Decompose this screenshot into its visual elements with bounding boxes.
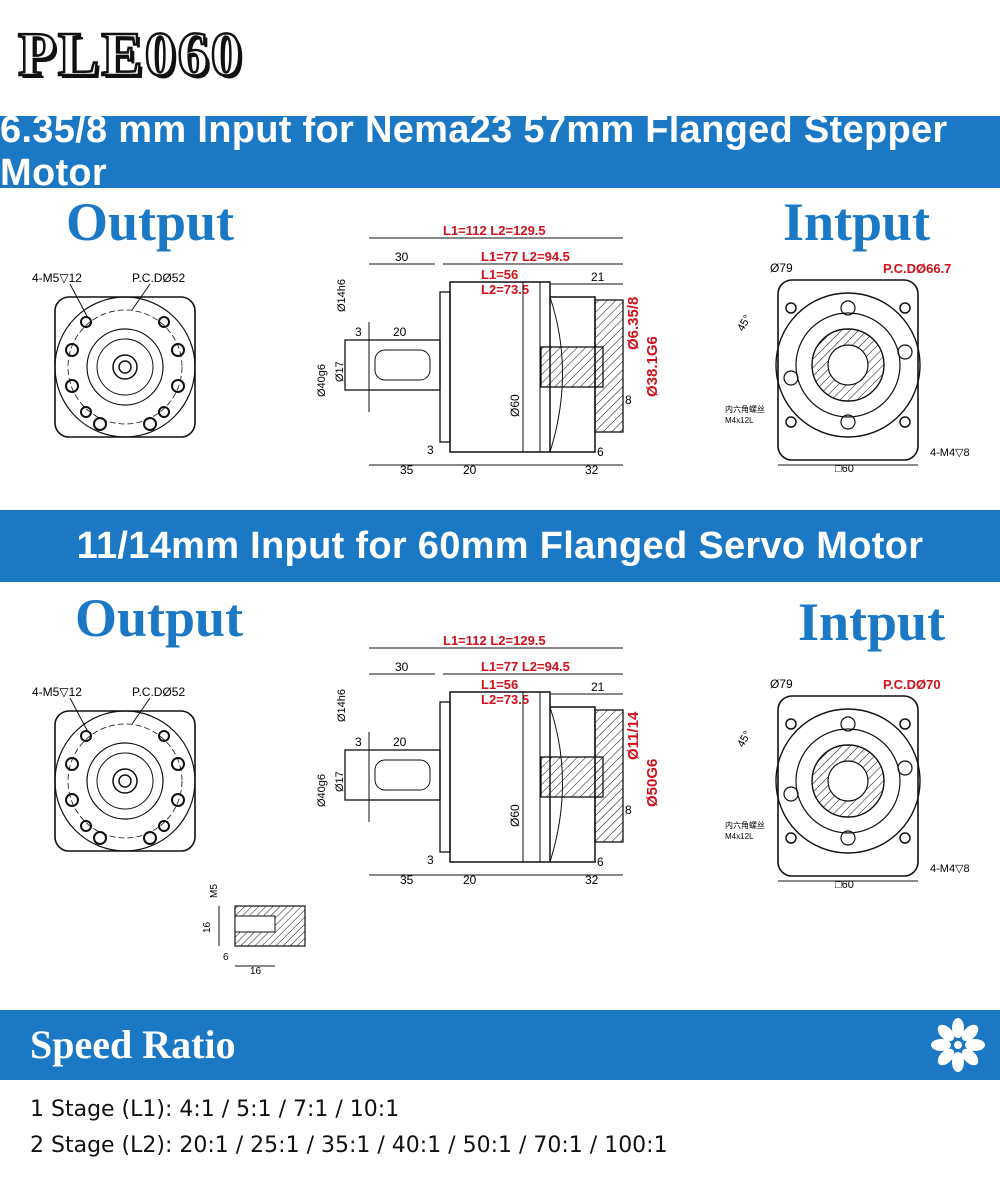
input-pcd: P.C.DØ70 — [883, 677, 941, 692]
input-pcd: P.C.DØ66.7 — [883, 261, 951, 276]
input-screw: M4x12L — [725, 416, 754, 425]
dim-30: 30 — [395, 660, 409, 674]
output-bolt-label: 4-M5▽12 — [32, 685, 82, 699]
section1-input-label: Intput — [783, 192, 931, 252]
dim-32: 32 — [585, 463, 599, 477]
dim-pilot: Ø38.1G6 — [644, 336, 661, 397]
dim-6: 6 — [597, 445, 604, 459]
speed-title: Speed Ratio — [30, 1022, 236, 1067]
output-bolt-label: 4-M5▽12 — [32, 271, 82, 285]
input-d79: Ø79 — [770, 261, 793, 275]
input-screw-cn: 内六角螺丝 — [725, 404, 765, 414]
dim-8: 8 — [625, 393, 632, 407]
dim-l1: L1=56 — [481, 677, 518, 692]
dim-8: 8 — [625, 803, 632, 817]
speed-banner — [0, 1010, 1000, 1080]
dim-35: 35 — [400, 463, 414, 477]
section2-output-view: 4-M5▽12 P.C.DØ52 — [32, 685, 196, 852]
input-d79: Ø79 — [770, 677, 793, 691]
detail-16v: 16 — [202, 921, 213, 933]
section1-side-view: L1=112 L2=129.5 L1=77 L2=94.5 30 L1=56 L… — [316, 223, 661, 477]
input-bolt: 4-M4▽8 — [930, 447, 970, 459]
dim-20b: 20 — [463, 873, 477, 887]
section1-output-view: 4-M5▽12 P.C.DØ52 — [32, 271, 196, 438]
dim-35: 35 — [400, 873, 414, 887]
section1-input-view: Ø79 P.C.DØ66.7 45° 内六角螺丝 M4x12L 4-M4▽8 □… — [725, 261, 970, 475]
section1-output-label: Output — [66, 192, 235, 252]
dim-l-body: L1=77 L2=94.5 — [481, 249, 570, 264]
section2-thread-detail: M5 16 6 16 — [202, 884, 306, 977]
dim-3a: 3 — [355, 325, 362, 339]
input-sq: □60 — [835, 463, 854, 475]
dim-14: Ø14h6 — [336, 279, 348, 312]
dim-input-bore: Ø6.35/8 — [625, 297, 642, 350]
stage2-ratios: 2 Stage (L2): 20:1 / 25:1 / 35:1 / 40:1 … — [30, 1133, 668, 1158]
dim-17: Ø17 — [334, 771, 346, 792]
section2-banner: 11/14mm Input for 60mm Flanged Servo Mot… — [0, 510, 1000, 582]
dim-3a: 3 — [355, 735, 362, 749]
flower-icon — [931, 1018, 985, 1072]
input-sq: □60 — [835, 879, 854, 891]
section1-banner: 6.35/8 mm Input for Nema23 57mm Flanged … — [0, 109, 1000, 194]
section2-side-view: L1=112 L2=129.5 L1=77 L2=94.5 30 L1=56 L… — [316, 633, 661, 887]
dim-17: Ø17 — [334, 361, 346, 382]
input-angle: 45° — [735, 729, 754, 749]
dim-input-bore: Ø11/14 — [625, 711, 642, 760]
detail-16h: 16 — [250, 966, 262, 977]
input-screw: M4x12L — [725, 832, 754, 841]
section2-input-label: Intput — [798, 592, 946, 652]
dim-3b: 3 — [427, 443, 434, 457]
dim-60: Ø60 — [508, 804, 522, 827]
dim-l-total: L1=112 L2=129.5 — [443, 633, 546, 648]
dim-l2: L2=73.5 — [481, 282, 529, 297]
detail-6: 6 — [223, 952, 229, 963]
dim-40: Ø40g6 — [316, 364, 328, 397]
dim-14: Ø14h6 — [336, 689, 348, 722]
dim-40: Ø40g6 — [316, 774, 328, 807]
dim-20: 20 — [393, 325, 407, 339]
section2-output-label: Output — [75, 588, 244, 648]
input-screw-cn: 内六角螺丝 — [725, 820, 765, 830]
detail-m5: M5 — [209, 884, 220, 898]
output-pcd-label: P.C.DØ52 — [132, 271, 185, 285]
dim-21: 21 — [591, 680, 605, 694]
dim-l1: L1=56 — [481, 267, 518, 282]
dim-6: 6 — [597, 855, 604, 869]
dim-21: 21 — [591, 270, 605, 284]
dim-20b: 20 — [463, 463, 477, 477]
dim-pilot: Ø50G6 — [644, 759, 661, 807]
product-logo: PLE060 — [17, 20, 244, 91]
dim-60: Ø60 — [508, 394, 522, 417]
dim-32: 32 — [585, 873, 599, 887]
output-pcd-label: P.C.DØ52 — [132, 685, 185, 699]
dim-l-total: L1=112 L2=129.5 — [443, 223, 546, 238]
section2-input-view: Ø79 P.C.DØ70 45° 内六角螺丝 M4x12L 4-M4▽8 □60 — [725, 677, 970, 891]
dim-30: 30 — [395, 250, 409, 264]
stage1-ratios: 1 Stage (L1): 4:1 / 5:1 / 7:1 / 10:1 — [30, 1097, 400, 1122]
dim-l-body: L1=77 L2=94.5 — [481, 659, 570, 674]
input-angle: 45° — [735, 313, 754, 333]
dim-20: 20 — [393, 735, 407, 749]
dim-3b: 3 — [427, 853, 434, 867]
input-bolt: 4-M4▽8 — [930, 863, 970, 875]
dim-l2: L2=73.5 — [481, 692, 529, 707]
